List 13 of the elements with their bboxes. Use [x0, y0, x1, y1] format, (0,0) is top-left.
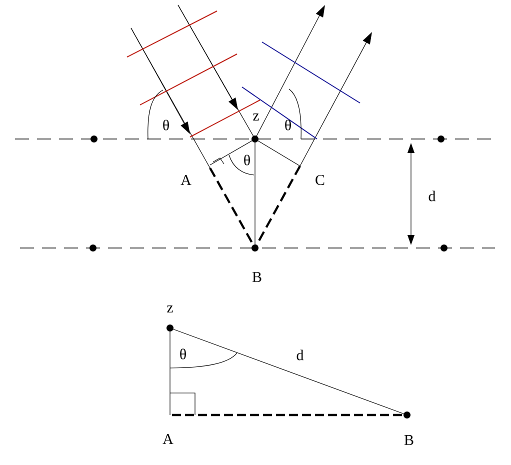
label: θ [285, 120, 291, 130]
label: d [428, 190, 436, 202]
label: θ [180, 348, 186, 360]
label: d [296, 350, 304, 360]
label: C [316, 174, 324, 186]
label: B [404, 435, 414, 445]
label: A [180, 175, 192, 185]
label: θ [244, 154, 250, 166]
label: B [252, 272, 262, 282]
label: z [253, 114, 259, 120]
label: θ [163, 120, 169, 130]
label: A [162, 434, 174, 444]
label: z [167, 306, 173, 312]
